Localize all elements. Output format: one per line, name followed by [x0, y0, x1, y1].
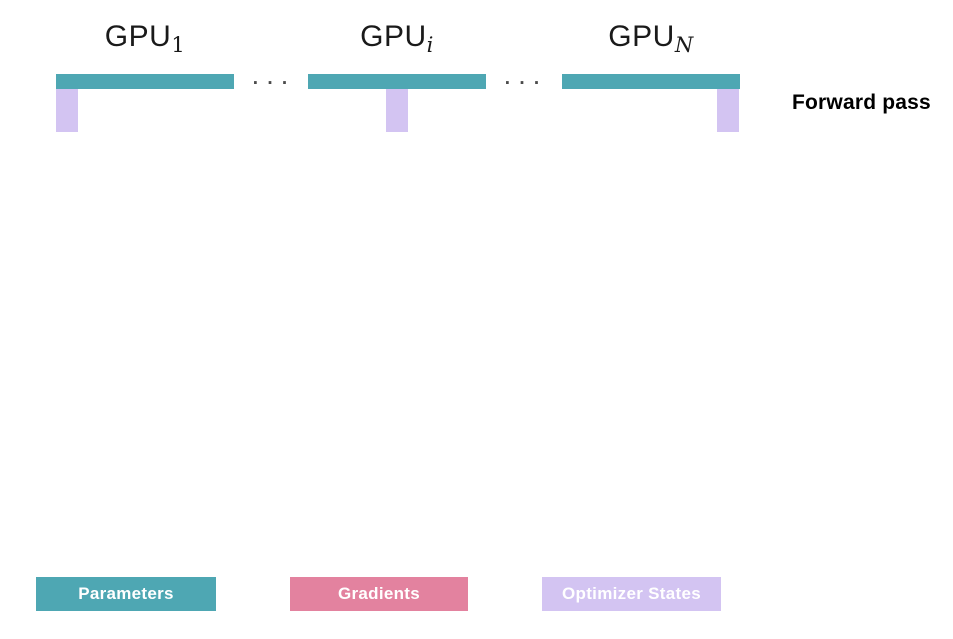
- gpu-i-label-text: GPU: [360, 20, 427, 53]
- gpu-n-label-text: GPU: [608, 20, 675, 53]
- ellipsis-right: . . .: [504, 68, 542, 89]
- gpu-i-optimizer-shard: [386, 89, 408, 132]
- gpu-1-parameters-bar: [56, 74, 234, 89]
- gpu-1-label: GPU1: [56, 20, 234, 57]
- gpu-n-label: GPUN: [562, 20, 740, 57]
- ellipsis-left: . . .: [252, 68, 290, 89]
- gpu-n-label-subscript: N: [674, 33, 694, 57]
- gpu-1-label-subscript: 1: [171, 33, 186, 57]
- gpu-n-optimizer-shard: [717, 89, 739, 132]
- gpu-i-parameters-bar: [308, 74, 486, 89]
- legend-optimizer-states: Optimizer States: [542, 577, 721, 611]
- gpu-1-label-text: GPU: [104, 20, 172, 53]
- gpu-i-label: GPUi: [308, 20, 486, 57]
- gpu-i-label-subscript: i: [426, 33, 434, 57]
- gpu-1-optimizer-shard: [56, 89, 78, 132]
- legend-parameters: Parameters: [36, 577, 216, 611]
- legend-gradients: Gradients: [290, 577, 468, 611]
- forward-pass-label: Forward pass: [792, 91, 931, 114]
- gpu-n-parameters-bar: [562, 74, 740, 89]
